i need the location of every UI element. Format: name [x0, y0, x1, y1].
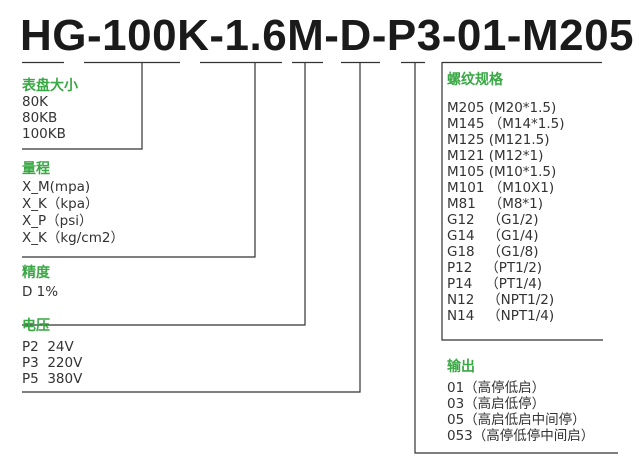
output-heading: 输出	[447, 359, 475, 375]
list-item: M121 (M12*1)	[447, 148, 544, 164]
list-item: M145 （M14*1.5)	[447, 116, 565, 132]
connector-dial	[22, 62, 143, 150]
list-item: X_K（kg/cm2）	[22, 230, 124, 246]
list-item: M105 (M10*1.5)	[447, 164, 557, 180]
list-item: X_P（psi）	[22, 213, 93, 229]
list-item: 01（高停低启）	[447, 380, 546, 396]
connector-thread	[441, 62, 603, 341]
list-item: M101 （M10X1)	[447, 180, 555, 196]
list-item: X_K（kpa）	[22, 196, 99, 212]
connector-range	[22, 62, 256, 258]
list-item: P2 24V	[22, 339, 74, 355]
list-item: 80K	[22, 94, 49, 110]
thread-heading: 螺纹规格	[447, 72, 503, 88]
list-item: G12 （G1/2)	[447, 212, 539, 228]
list-item: P5 380V	[22, 371, 83, 387]
dial-size-heading: 表盘大小	[22, 78, 78, 94]
list-item: P12 （PT1/2)	[447, 260, 543, 276]
list-item: P14 （PT1/4)	[447, 276, 543, 292]
voltage-heading: 电压	[22, 318, 50, 334]
range-heading: 量程	[22, 161, 50, 177]
list-item: M205 (M20*1.5)	[447, 100, 557, 116]
list-item: M125 (M121.5)	[447, 132, 550, 148]
model-code-title: HG-100K-1.6M-D-P3-01-M205	[20, 11, 635, 60]
list-item: G14 （G1/4)	[447, 228, 539, 244]
list-item: 05（高启低启中间停）	[447, 412, 586, 428]
connector-accuracy	[22, 62, 306, 326]
list-item: X_M(mpa)	[22, 179, 91, 195]
list-item: 053（高停低停中间启）	[447, 428, 595, 444]
list-item: G18 （G1/8)	[447, 244, 539, 260]
accuracy-heading: 精度	[22, 265, 50, 281]
connector-output	[414, 62, 618, 454]
list-item: N12 （NPT1/2)	[447, 292, 555, 308]
list-item: D 1%	[22, 284, 59, 300]
list-item: N14 （NPT1/4)	[447, 308, 555, 324]
list-item: 100KB	[22, 126, 66, 142]
connector-voltage	[22, 62, 361, 393]
list-item: 80KB	[22, 110, 58, 126]
list-item: 03（高启低停）	[447, 396, 546, 412]
list-item: M81 （M8*1)	[447, 196, 544, 212]
list-item: P3 220V	[22, 355, 83, 371]
